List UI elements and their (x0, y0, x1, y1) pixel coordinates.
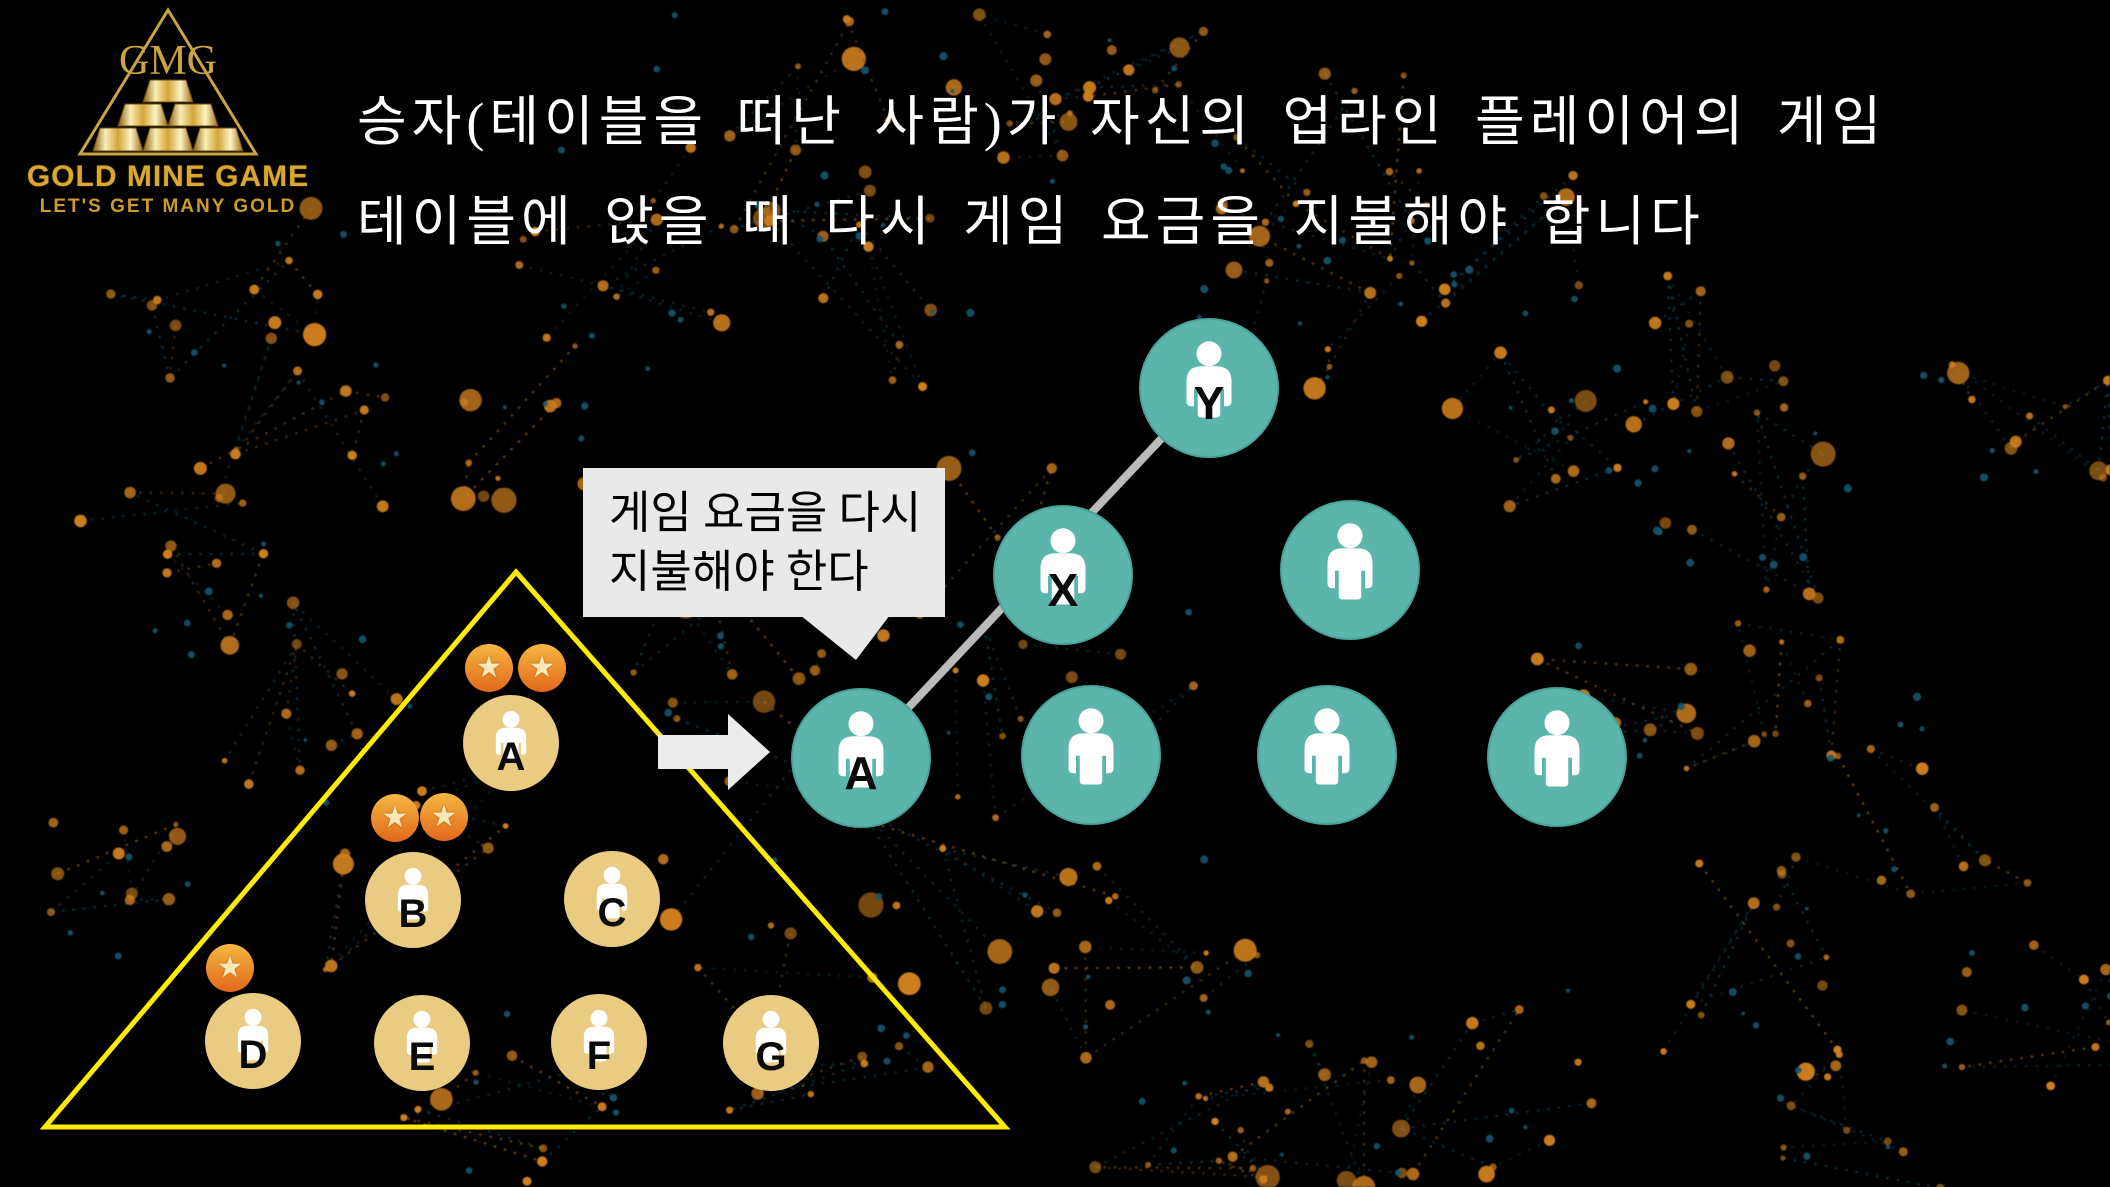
star-badge: ★ (465, 644, 513, 692)
logo-tagline: LET'S GET MANY GOLD (39, 196, 297, 217)
member-avatar-teal-unlabeled (1257, 685, 1397, 825)
member-avatar-teal-unlabeled (1487, 687, 1627, 827)
title-line-2: 테이블에 앉을 때 다시 게임 요금을 지불해야 합니다 (357, 192, 1705, 252)
member-avatar-gold-e: E (374, 995, 470, 1091)
person-icon (1534, 710, 1580, 787)
avatar-label: F (586, 1034, 612, 1078)
right-arrow-icon (658, 714, 770, 790)
member-avatar-teal-y: Y (1139, 318, 1279, 458)
star-badge: ★ (206, 944, 254, 992)
avatar-label: X (1047, 564, 1079, 616)
star-icon: ★ (528, 651, 556, 684)
avatar-label: D (238, 1033, 268, 1077)
gold-bars-icon (92, 79, 244, 152)
avatar-label: A (496, 735, 526, 779)
member-avatar-gold-g: G (723, 995, 819, 1091)
person-icon (1304, 708, 1350, 785)
avatar-label: B (398, 892, 428, 936)
callout-bubble: 게임 요금을 다시 지불해야 한다 (583, 468, 945, 617)
member-avatar-gold-a: A (463, 695, 559, 791)
star-icon: ★ (381, 801, 409, 834)
member-avatar-gold-c: C (564, 851, 660, 947)
member-avatar-gold-b: B (365, 852, 461, 948)
member-avatar-gold-d: D (205, 993, 301, 1089)
slide-title: 승자(테이블을 떠난 사람)가 자신의 업라인 플레이어의 게임 테이블에 앉을… (357, 72, 2087, 272)
callout-line-1: 게임 요금을 다시 (609, 488, 922, 538)
star-icon: ★ (430, 800, 458, 833)
avatar-label: E (408, 1035, 436, 1079)
callout-line-2: 지불해야 한다 (609, 547, 869, 597)
star-badge: ★ (420, 793, 468, 841)
star-badge: ★ (371, 794, 419, 842)
star-icon: ★ (475, 651, 503, 684)
gmg-monogram: GMG (119, 38, 217, 84)
winner-table-triangle-outline (39, 568, 1011, 1130)
title-line-1: 승자(테이블을 떠난 사람)가 자신의 업라인 플레이어의 게임 (357, 92, 1887, 152)
callout-tail (800, 615, 890, 660)
avatar-label: G (755, 1035, 787, 1079)
person-icon (1068, 708, 1114, 785)
member-avatar-teal-a: A (791, 688, 931, 828)
avatar-label: C (597, 891, 627, 935)
star-badge: ★ (518, 644, 566, 692)
member-avatar-teal-unlabeled (1021, 685, 1161, 825)
gmg-pyramid-logo-icon: GMG (77, 7, 259, 156)
gold-mine-game-logo: GMG GOLD MINE GAME LET'S GET MANY GOLD (18, 4, 318, 217)
avatar-label: Y (1193, 377, 1225, 429)
member-avatar-gold-f: F (551, 994, 647, 1090)
member-avatar-teal-x: X (993, 505, 1133, 645)
avatar-label: A (844, 747, 878, 799)
logo-name: GOLD MINE GAME (26, 160, 310, 193)
member-avatar-teal-unlabeled (1280, 500, 1420, 640)
star-icon: ★ (216, 951, 244, 984)
person-icon (1327, 523, 1373, 600)
